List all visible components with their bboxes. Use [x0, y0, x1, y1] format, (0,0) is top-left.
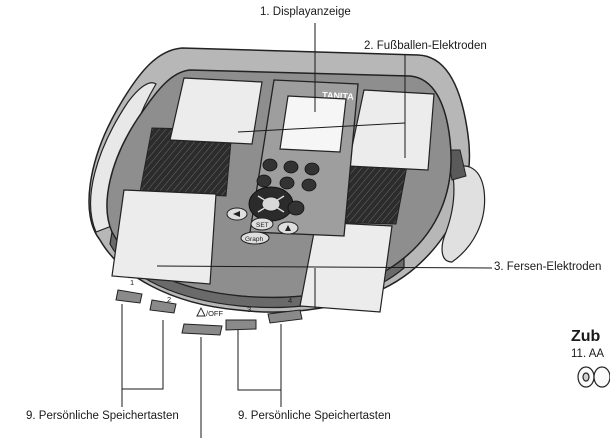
electrode-top-left [169, 77, 263, 145]
power-label: /OFF [206, 309, 223, 318]
memory-key-tabs [115, 289, 303, 336]
arrow-left-icon [233, 211, 240, 217]
round-key-right[interactable] [287, 200, 305, 216]
memory-number-3: 3 [247, 305, 251, 314]
memory-number-2: 2 [167, 295, 171, 304]
scale-front-edge [109, 230, 405, 309]
brand-logo: TANITA [322, 90, 355, 102]
leader-memory-right [237, 324, 282, 391]
memory-key-3[interactable] [225, 319, 257, 331]
battery-icon [577, 366, 610, 388]
key-a[interactable] [262, 158, 278, 172]
accessories-heading: Zub [571, 328, 601, 345]
accessories-item: 11. AA [571, 348, 605, 360]
power-key[interactable] [181, 323, 223, 336]
key-c[interactable] [304, 162, 320, 176]
electrode-top-right [347, 89, 435, 171]
callout-heel-electrodes: 3. Fersen-Elektroden [494, 261, 602, 273]
memory-key-1[interactable] [115, 289, 143, 304]
graph-key-label: Graph [245, 236, 263, 243]
set-key[interactable] [250, 217, 274, 231]
callout-memory-keys-left: 9. Persönliche Speichertasten [26, 410, 179, 422]
memory-key-4[interactable] [267, 309, 303, 324]
direction-pad[interactable] [248, 186, 294, 222]
electrode-bottom-left [111, 189, 217, 285]
leader-memory-left [121, 304, 164, 390]
key-d[interactable] [256, 174, 272, 188]
key-f[interactable] [301, 178, 317, 192]
memory-number-4: 4 [288, 296, 292, 305]
leader-heel-horizontal [156, 265, 493, 269]
leader-ball-horizontal [237, 122, 406, 133]
graph-key[interactable] [240, 231, 270, 245]
callout-display: 1. Displayanzeige [260, 6, 351, 18]
arrow-right-icon [285, 225, 291, 231]
memory-number-1: 1 [130, 278, 134, 287]
callout-ball-electrodes: 2. Fußballen-Elektroden [364, 40, 487, 52]
key-b[interactable] [283, 160, 299, 174]
callout-memory-keys-right: 9. Persönliche Speichertasten [238, 410, 391, 422]
power-triangle-icon [196, 306, 206, 317]
leader-lines [121, 23, 493, 438]
key-e[interactable] [279, 176, 295, 190]
lcd-display [279, 95, 347, 153]
memory-key-2[interactable] [149, 299, 177, 314]
right-handle [441, 165, 486, 263]
set-key-label: SET [256, 222, 269, 229]
number-keys [256, 158, 320, 192]
